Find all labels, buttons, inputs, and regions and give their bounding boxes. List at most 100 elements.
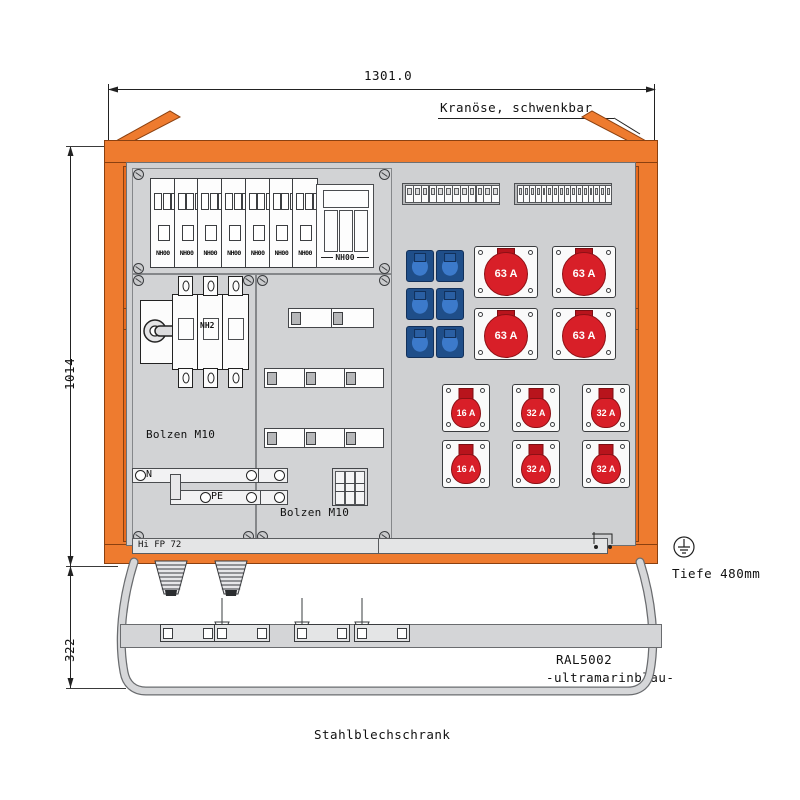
socket-screw bbox=[620, 478, 625, 483]
socket-screw bbox=[606, 312, 611, 317]
switch-pole-window bbox=[228, 318, 244, 340]
terminal-block-strip-1 bbox=[402, 183, 500, 205]
cabinet-top-rail bbox=[104, 140, 658, 164]
panel-screw bbox=[379, 263, 390, 274]
nh00-fuse-unit[interactable]: NH00 bbox=[292, 178, 322, 268]
cee-socket-32a[interactable]: 32 A bbox=[512, 384, 560, 432]
cee-socket-32a[interactable]: 32 A bbox=[512, 440, 560, 488]
switch-lug bbox=[203, 368, 218, 388]
base-height-dimension-line bbox=[70, 566, 71, 688]
width-dimension-line bbox=[108, 89, 654, 90]
nh00-fuse-unit[interactable]: NH00 bbox=[268, 178, 298, 268]
earth-ground-icon bbox=[673, 536, 695, 558]
schuko-socket[interactable] bbox=[436, 326, 464, 358]
breaker-row[interactable] bbox=[264, 428, 384, 448]
breaker-module[interactable] bbox=[289, 309, 332, 327]
socket-screw bbox=[516, 422, 521, 427]
cee-face: 32 A bbox=[521, 454, 551, 484]
bolzen-m10-label-left: Bolzen M10 bbox=[146, 428, 216, 441]
cee-socket-63a[interactable]: 63 A bbox=[552, 308, 616, 360]
n-label: N bbox=[146, 469, 153, 480]
nh00-fuse-unit[interactable]: NH00 bbox=[244, 178, 274, 268]
schuko-socket[interactable] bbox=[436, 250, 464, 282]
cee-socket-63a[interactable]: 63 A bbox=[474, 308, 538, 360]
socket-screw bbox=[446, 422, 451, 427]
pe-label: PE bbox=[211, 491, 224, 502]
socket-screw bbox=[516, 388, 521, 393]
fuse-slot bbox=[272, 193, 281, 210]
fuse-slot-row bbox=[295, 193, 322, 210]
breaker-module[interactable] bbox=[304, 429, 345, 447]
n-busbar-right-screw bbox=[274, 470, 285, 481]
nh00-fuse-unit[interactable]: NH00 bbox=[221, 178, 251, 268]
schuko-socket[interactable] bbox=[406, 250, 434, 282]
depth-label: Tiefe 480mm bbox=[672, 566, 761, 581]
cee-socket-63a[interactable]: 63 A bbox=[552, 246, 616, 298]
nh00-triple-slot bbox=[339, 210, 353, 252]
socket-screw bbox=[478, 250, 483, 255]
panel-screw bbox=[133, 263, 144, 274]
ral-color-code-label: RAL5002 bbox=[556, 652, 613, 667]
cee-amp-label: 32 A bbox=[596, 464, 616, 474]
rail-clamp[interactable] bbox=[214, 624, 270, 642]
nh00-fuse-unit[interactable]: NH00 bbox=[197, 178, 227, 268]
panel-screw bbox=[133, 169, 144, 180]
rail-clamp[interactable] bbox=[160, 624, 216, 642]
base-gland-plate-right bbox=[378, 538, 608, 554]
switch-lug bbox=[228, 276, 243, 296]
socket-screw bbox=[556, 288, 561, 293]
breaker-module[interactable] bbox=[304, 369, 345, 387]
base-height-ext-bottom bbox=[66, 688, 126, 689]
schuko-socket[interactable] bbox=[406, 288, 434, 320]
socket-screw bbox=[516, 444, 521, 449]
rail-clamp[interactable] bbox=[354, 624, 410, 642]
socket-screw bbox=[480, 388, 485, 393]
cee-amp-label: 16 A bbox=[456, 408, 476, 418]
cee-face: 16 A bbox=[451, 398, 481, 428]
cee-face: 32 A bbox=[591, 398, 621, 428]
cee-socket-16a[interactable]: 16 A bbox=[442, 440, 490, 488]
schuko-socket[interactable] bbox=[406, 326, 434, 358]
width-dimension-arrows bbox=[108, 86, 656, 93]
nh00-fuse-label: NH00 bbox=[298, 249, 312, 257]
fuse-slot-row bbox=[272, 193, 298, 210]
breaker-module[interactable] bbox=[344, 429, 384, 447]
socket-screw bbox=[528, 250, 533, 255]
breaker-module[interactable] bbox=[331, 309, 374, 327]
fuse-slot-row bbox=[200, 193, 227, 210]
rail-clamp[interactable] bbox=[294, 624, 350, 642]
cee-amp-label: 63 A bbox=[494, 330, 518, 342]
breaker-row[interactable] bbox=[264, 368, 384, 388]
cee-socket-63a[interactable]: 63 A bbox=[474, 246, 538, 298]
cee-socket-32a[interactable]: 32 A bbox=[582, 384, 630, 432]
breaker-module[interactable] bbox=[265, 369, 306, 387]
main-switch-assembly: NH2 bbox=[140, 276, 249, 388]
breaker-module[interactable] bbox=[265, 429, 306, 447]
cee-socket-32a[interactable]: 32 A bbox=[582, 440, 630, 488]
schuko-socket-group bbox=[406, 250, 464, 358]
cee-socket-16a[interactable]: 16 A bbox=[442, 384, 490, 432]
crane-eye-label: Kranöse, schwenkbar bbox=[440, 100, 593, 115]
switch-lug bbox=[178, 276, 193, 296]
cee-amp-label: 16 A bbox=[456, 464, 476, 474]
cee-face: 63 A bbox=[562, 252, 606, 296]
pe-busbar-end-screw bbox=[246, 492, 257, 503]
breaker-row[interactable] bbox=[288, 308, 374, 328]
clamp-bolt bbox=[357, 628, 367, 639]
fuse-slot bbox=[233, 193, 242, 210]
terminal-cell[interactable] bbox=[491, 185, 500, 203]
terminal-cell[interactable] bbox=[605, 185, 612, 203]
fuse-slot bbox=[225, 193, 234, 210]
socket-screw bbox=[516, 478, 521, 483]
schuko-socket[interactable] bbox=[436, 288, 464, 320]
socket-screw bbox=[478, 350, 483, 355]
breaker-module[interactable] bbox=[344, 369, 384, 387]
n-busbar-end-screw bbox=[246, 470, 257, 481]
socket-screw bbox=[446, 478, 451, 483]
nh00-fuse-unit[interactable]: NH00 bbox=[173, 178, 203, 268]
aux-terminal-cell bbox=[335, 471, 345, 505]
nh00-fuse-unit[interactable]: NH00 bbox=[150, 178, 180, 268]
cee-amp-label: 63 A bbox=[494, 268, 518, 280]
nh00-triple-slot bbox=[354, 210, 368, 252]
